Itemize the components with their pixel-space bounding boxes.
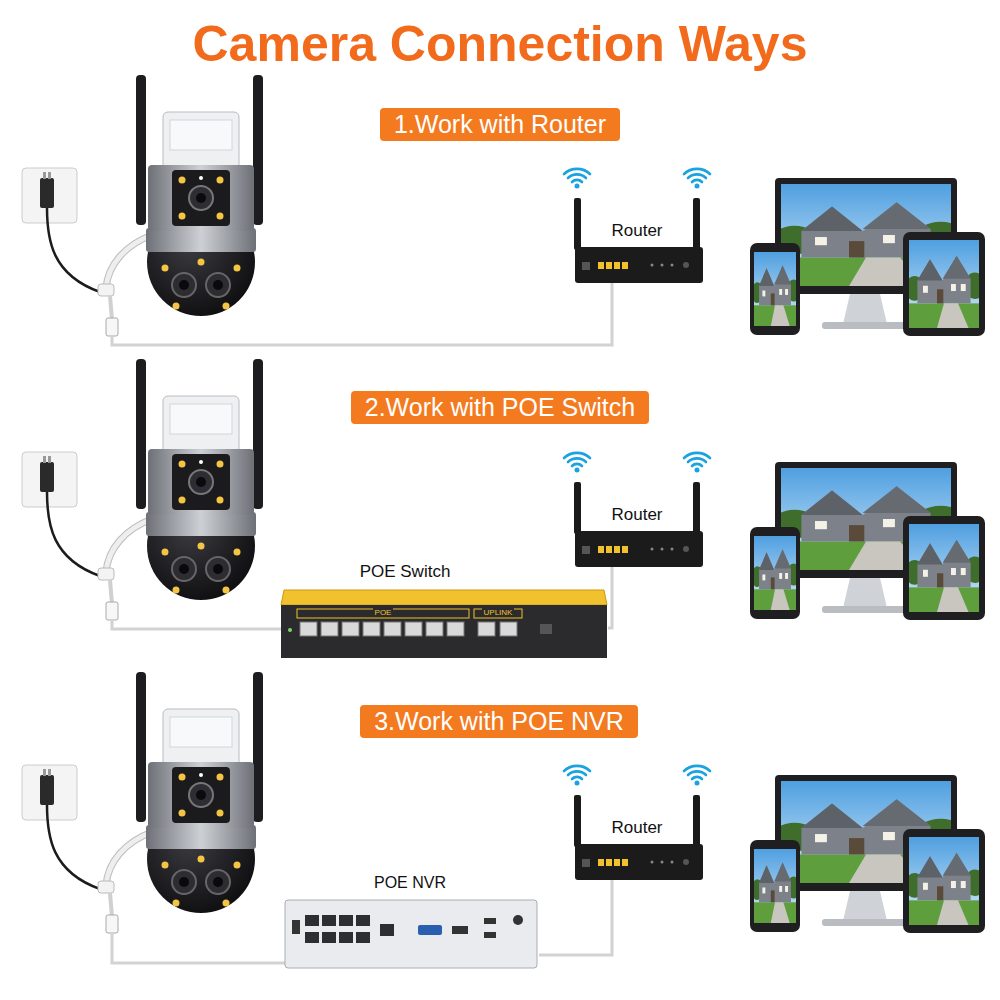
banner-text: 1.Work with Router <box>394 109 606 140</box>
router-device: Router <box>570 504 705 567</box>
row-illustration <box>22 75 985 336</box>
section-banner: 3.Work with POE NVR <box>360 705 638 738</box>
port-label: POE <box>373 608 394 617</box>
device-label: Router <box>611 221 662 241</box>
page-title: Camera Connection Ways <box>0 16 1000 74</box>
poe-switch-illustration <box>281 590 607 658</box>
section-banner: 2.Work with POE Switch <box>351 391 649 424</box>
port-label: UPLINK <box>482 608 515 617</box>
section-banner: 1.Work with Router <box>380 108 620 141</box>
row-illustration <box>22 672 985 933</box>
ethernet-cable <box>112 283 612 345</box>
router-device: Router <box>570 220 705 283</box>
ethernet-cable <box>112 933 285 963</box>
poe-nvr-illustration <box>285 900 537 968</box>
poe-nvr: POE NVR <box>283 872 539 970</box>
router-device: Router <box>570 817 705 880</box>
poe-switch: POE SwitchPOE UPLINK <box>278 560 608 660</box>
device-label: POE Switch <box>360 562 451 582</box>
ethernet-cable <box>539 880 612 955</box>
row-illustration <box>22 359 985 620</box>
banner-text: 2.Work with POE Switch <box>365 392 635 423</box>
device-label: Router <box>611 505 662 525</box>
banner-text: 3.Work with POE NVR <box>374 706 624 737</box>
device-label: POE NVR <box>374 874 446 892</box>
ethernet-cable <box>608 567 612 628</box>
ethernet-cable <box>112 620 281 629</box>
device-label: Router <box>611 818 662 838</box>
